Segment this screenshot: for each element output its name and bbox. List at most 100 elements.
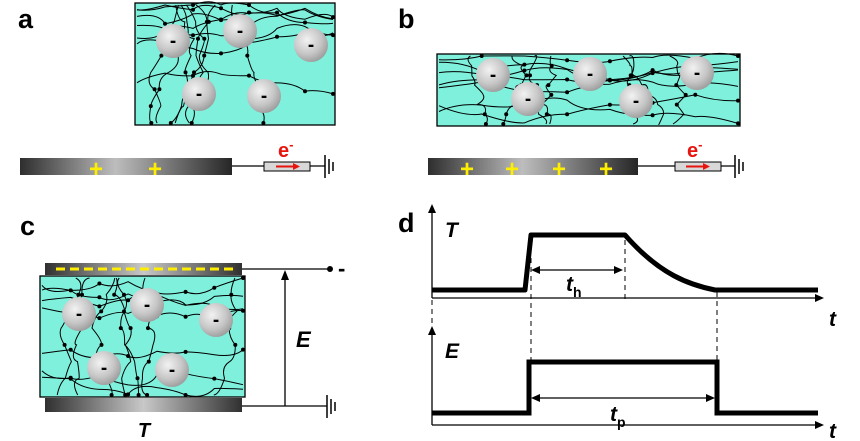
charged-particle: - [680,56,714,90]
particle-charge-label: - [237,21,243,42]
crosslink-dot [275,10,279,15]
crosslink-dot [152,87,157,92]
charged-particle: - [223,14,257,48]
crosslink-dot [163,21,167,26]
particle-charge-label: - [490,65,496,86]
pulse-span-arrow-left [531,394,540,402]
crosslink-dot [126,354,131,358]
crosslink-dot [607,59,612,64]
crosslink-dot [191,7,195,12]
ground-symbol-a [324,155,334,178]
charged-particle: - [156,24,190,58]
crosslink-dot [149,121,154,125]
polymer-chain [438,97,739,124]
plus-mark: + [89,156,103,183]
crosslink-dot [674,102,679,107]
crosslink-dot [68,288,73,293]
charged-particle: - [182,77,216,111]
crosslink-dot [241,276,245,280]
crosslink-dot [229,292,234,297]
particle-charge-label: - [213,310,219,331]
polymer-chain [136,1,334,25]
crosslink-dot [693,92,698,97]
charged-particle: - [476,58,510,92]
charged-particle: - [87,351,121,385]
crosslink-dot [650,68,655,73]
polymer-chain [622,55,665,125]
particle-charge-label: - [587,64,593,85]
crosslink-dot [126,392,131,397]
crosslink-dot [650,113,655,118]
particle-charge-label: - [261,86,267,107]
electrode-rod-a [20,158,232,175]
particle-charge-label: - [169,360,175,381]
crosslink-dot [204,19,209,24]
crosslink-dot [331,15,335,20]
top-x-axis-label: t [829,308,837,331]
plus-mark: + [148,156,162,183]
charged-particle: - [62,297,96,331]
particle-charge-label: - [633,91,639,112]
crosslink-dot [241,308,245,313]
crosslink-dot [99,342,104,347]
particle-charge-label: - [196,84,202,105]
crosslink-dot [483,122,488,126]
crosslink-dot [191,3,195,7]
crosslink-dot [674,83,679,88]
crosslink-dot [122,309,126,314]
particle-charge-label: - [144,295,150,316]
crosslink-dot [80,292,84,297]
charged-particle: - [247,79,281,113]
bottom-electrode-plate [45,398,242,412]
field-label: E [296,327,312,352]
bottom-x-axis-label: t [829,420,837,441]
terminal-dot [327,266,333,272]
particle-charge-label: - [525,89,531,110]
crosslink-dot [145,393,150,397]
crosslink-dot [183,349,188,354]
pulse-duration-label: tp [610,403,626,430]
crosslink-dot [76,292,81,297]
crosslink-dot [565,77,570,82]
crosslink-dot [97,295,102,300]
temperature-label: T [138,420,152,441]
crosslink-dot [303,20,307,25]
temperature-curve [432,232,818,293]
crosslink-dot [128,326,133,331]
crosslink-dot [549,63,554,68]
heating-span-arrow-left [531,266,540,274]
panel-b: - - - - - + + + + e- [428,52,744,183]
field-arrowhead [281,270,289,280]
crosslink-dot [196,36,200,41]
panel-label-c: c [20,211,35,241]
top-x-axis-arrow [815,294,824,302]
crosslink-dot [183,314,188,319]
bottom-x-axis-arrow [815,421,824,429]
panel-c: - - - - - - E T [39,256,345,441]
crosslink-dot [247,73,251,78]
charged-particle: - [130,288,164,322]
crosslink-dot [736,121,740,126]
crosslink-dot [109,393,114,397]
charged-particle: - [199,303,233,337]
crosslink-dot [241,347,245,352]
crosslink-dot [112,292,117,297]
crosslink-dot [247,10,251,15]
crosslink-dot [504,112,509,117]
crosslink-dot [528,73,532,78]
crosslink-dot [202,53,207,58]
crosslink-dot [148,104,153,109]
electron-label-a: e- [278,137,293,162]
crosslink-dot [607,102,612,107]
polymer-chain [41,349,244,359]
bottom-y-axis-arrow [428,326,436,335]
crosslink-dot [202,36,207,41]
crosslink-dot [628,73,633,78]
particle-group-a: - - - - - [156,14,328,113]
crosslink-dot [68,347,73,352]
top-y-axis-label: T [445,219,460,242]
pulse-span-arrow-right [706,394,715,402]
crosslink-dot [247,3,251,7]
crosslink-dot [219,6,223,11]
plus-mark: + [599,156,613,183]
